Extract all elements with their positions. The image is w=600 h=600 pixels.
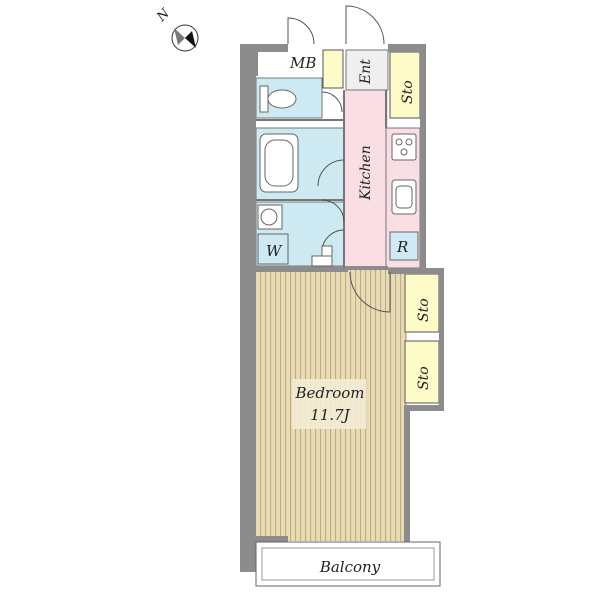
label-storage-upper: Sto — [416, 298, 432, 322]
stove-icon — [391, 133, 417, 161]
refrigerator — [389, 231, 419, 261]
label-storage-entrance: Sto — [400, 80, 416, 104]
label-mb: MB — [289, 54, 316, 72]
washing-machine-area — [257, 233, 289, 265]
interior-walls — [256, 90, 387, 268]
label-entrance: Ent — [358, 59, 374, 85]
label-washroom: W — [266, 242, 283, 260]
label-storage-lower: Sto — [416, 366, 432, 390]
entrance — [345, 49, 389, 91]
label-bedroom-size: 11.7J — [310, 406, 350, 424]
compass-label: N — [154, 6, 174, 26]
bathtub-icon — [259, 133, 299, 193]
label-balcony: Balcony — [319, 558, 381, 576]
walls — [240, 44, 444, 572]
storage-lower — [404, 340, 440, 404]
step-markers — [311, 245, 333, 267]
label-kitchen: Kitchen — [358, 145, 374, 201]
label-bedroom: Bedroom — [295, 384, 365, 402]
label-refrigerator: R — [396, 238, 408, 256]
bedroom-label-bg — [292, 379, 366, 429]
kitchen-sink-icon — [391, 179, 417, 215]
balcony — [255, 541, 441, 587]
toilet-icon — [259, 85, 297, 113]
meter-box — [322, 49, 344, 89]
washbasin-icon — [257, 204, 283, 230]
north-arrow-icon — [171, 24, 199, 52]
kitchen-corridor — [344, 90, 388, 268]
